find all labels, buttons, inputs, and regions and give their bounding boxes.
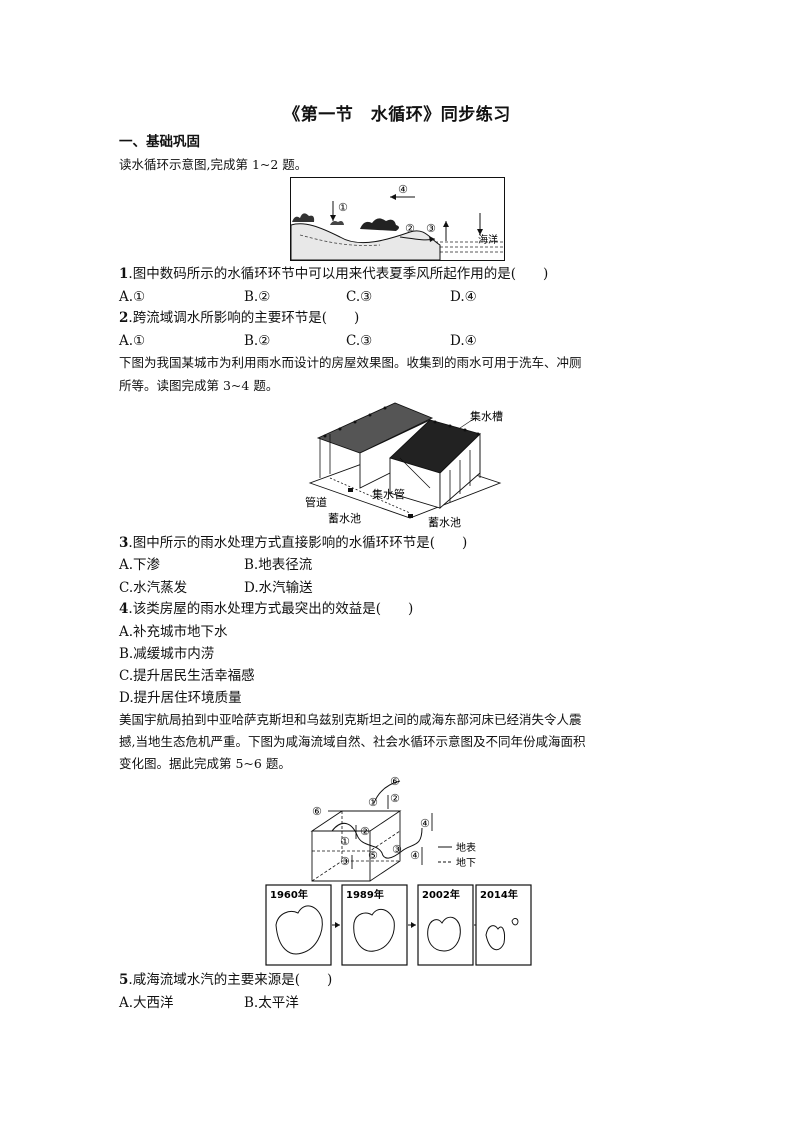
q1-option-c[interactable]: C.③ [346,289,373,305]
question-1: 1.图中数码所示的水循环环节中可以用来代表夏季风所起作用的是( ) [119,265,548,283]
year-1989: 1989年 [346,888,384,901]
year-2002: 2002年 [422,888,460,901]
label-pipe: 集水管 [372,487,405,501]
label-4: ④ [398,183,408,196]
q5-number: 5 [119,972,129,988]
q2-option-a[interactable]: A.① [119,333,146,349]
fig3-label-3b: ③ [392,843,402,856]
question-3: 3.图中所示的雨水处理方式直接影响的水循环环节是( ) [119,534,467,552]
fig3-label-1b: ① [340,835,350,848]
label-3: ③ [426,222,436,235]
fig3-label-4a: ④ [420,817,430,830]
water-cycle-diagram: ④ ① ② ③ 海洋 [290,177,505,261]
q3-option-d[interactable]: D.水汽输送 [244,580,313,596]
q5-option-a[interactable]: A.大西洋 [119,995,174,1011]
intro-q5-6-line2: 撼,当地生态危机严重。下图为咸海流域自然、社会水循环示意图及不同年份咸海面积 [119,734,586,749]
q3-option-c[interactable]: C.水汽蒸发 [119,580,188,596]
label-pool-left: 蓄水池 [328,512,361,525]
q2-option-c[interactable]: C.③ [346,333,373,349]
q3-number: 3 [119,535,129,551]
year-panel-2014: 2014年 [475,884,532,966]
fig3-label-5: ⑤ [368,849,378,862]
q4-option-a[interactable]: A.补充城市地下水 [119,624,228,640]
intro-q3-4-line1: 下图为我国某城市为利用雨水而设计的房屋效果图。收集到的雨水可用于洗车、冲厕 [119,355,582,370]
label-trough: 集水槽 [470,409,503,423]
q1-option-b[interactable]: B.② [244,289,271,305]
fig3-label-1a: ① [368,796,378,809]
legend-underground: 地下 [456,856,476,869]
fig3-label-6a: ⑥ [390,775,400,788]
fig3-label-6b: ⑥ [312,805,322,818]
year-panel-1989: 1989年 [341,884,408,966]
label-1: ① [338,201,348,214]
label-pool-right: 蓄水池 [428,516,461,528]
q1-option-a[interactable]: A.① [119,289,146,305]
q3-option-a[interactable]: A.下渗 [119,557,161,573]
fig3-label-2b: ② [360,825,370,838]
question-4: 4.该类房屋的雨水处理方式最突出的效益是( ) [119,600,413,618]
aral-sea-diagram: ⑥ ⑥ ① ② ② ① ③ ⑤ ③ ④ ④ 地表 地下 1960年 1989年 [265,775,532,966]
q4-option-d[interactable]: D.提升居住环境质量 [119,690,242,706]
section-heading: 一、基础巩固 [119,134,200,150]
q4-number: 4 [119,601,129,617]
intro-q5-6-line3: 变化图。据此完成第 5~6 题。 [119,756,291,771]
year-panel-2002: 2002年 [417,884,474,966]
question-5: 5.咸海流域水汽的主要来源是( ) [119,971,332,989]
intro-q1-2: 读水循环示意图,完成第 1~2 题。 [119,157,308,172]
q2-option-b[interactable]: B.② [244,333,271,349]
label-2: ② [405,222,415,235]
legend-surface: 地表 [456,841,476,854]
fig3-label-4b: ④ [410,849,420,862]
q4-option-b[interactable]: B.减缓城市内涝 [119,646,215,662]
label-duct: 管道 [305,495,327,509]
q5-option-b[interactable]: B.太平洋 [244,995,299,1011]
q3-option-b[interactable]: B.地表径流 [244,557,313,573]
q1-text: .图中数码所示的水循环环节中可以用来代表夏季风所起作用的是( ) [128,266,549,282]
ocean-label: 海洋 [478,233,498,246]
fig3-label-2a: ② [390,792,400,805]
q4-text: .该类房屋的雨水处理方式最突出的效益是( ) [128,601,414,617]
question-2: 2.跨流域调水所影响的主要环节是( ) [119,309,359,327]
q2-number: 2 [119,310,129,326]
q3-text: .图中所示的雨水处理方式直接影响的水循环环节是( ) [128,535,468,551]
year-1960: 1960年 [270,888,308,901]
year-2014: 2014年 [480,888,518,901]
intro-q5-6-line1: 美国宇航局拍到中亚哈萨克斯坦和乌兹别克斯坦之间的咸海东部河床已经消失令人震 [119,712,582,727]
intro-q3-4-line2: 所等。读图完成第 3~4 题。 [119,378,279,393]
q1-option-d[interactable]: D.④ [450,289,477,305]
year-panel-1960: 1960年 [265,884,332,966]
fig3-label-3a: ③ [340,855,350,868]
q2-text: .跨流域调水所影响的主要环节是( ) [128,310,360,326]
q5-text: .咸海流域水汽的主要来源是( ) [128,972,333,988]
q4-option-c[interactable]: C.提升居民生活幸福感 [119,668,255,684]
page-title: 《第一节 水循环》同步练习 [283,105,511,125]
q2-option-d[interactable]: D.④ [450,333,477,349]
q1-number: 1 [119,266,129,282]
rain-house-diagram: 集水槽 集水管 管道 蓄水池 蓄水池 [305,402,503,528]
